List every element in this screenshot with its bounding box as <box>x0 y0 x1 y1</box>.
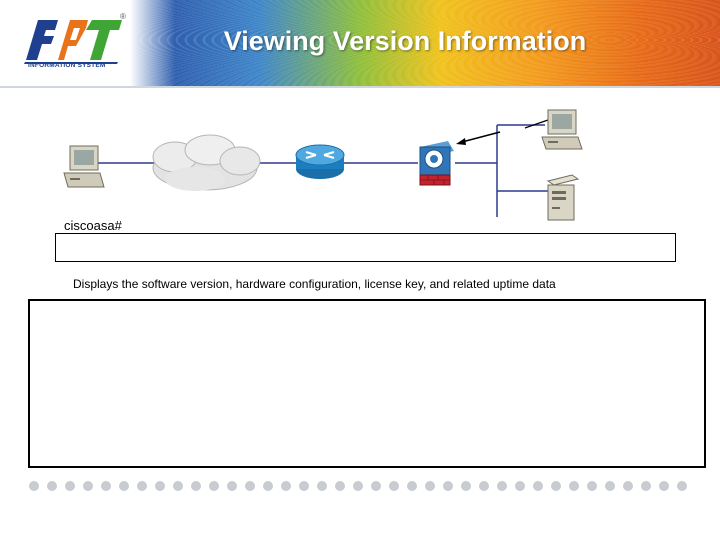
divider-dot <box>263 481 273 491</box>
dot-divider <box>29 481 687 491</box>
command-input-box[interactable] <box>55 233 676 262</box>
divider-dot <box>227 481 237 491</box>
cloud-icon <box>152 134 261 191</box>
divider-dot <box>569 481 579 491</box>
divider-dot <box>425 481 435 491</box>
logo-subtext: INFORMATION SYSTEM <box>28 62 106 69</box>
divider-dot <box>317 481 327 491</box>
arrow-line <box>524 119 549 129</box>
divider-dot <box>191 481 201 491</box>
divider-dot <box>209 481 219 491</box>
divider-dot <box>281 481 291 491</box>
pc-right-icon <box>541 109 583 150</box>
divider-dot <box>155 481 165 491</box>
divider-dot <box>677 481 687 491</box>
output-box <box>28 299 706 468</box>
asa-firewall-icon <box>419 141 454 186</box>
divider-dot <box>65 481 75 491</box>
divider-dot <box>389 481 399 491</box>
divider-dot <box>29 481 39 491</box>
divider-dot <box>623 481 633 491</box>
divider-dot <box>533 481 543 491</box>
command-description: Displays the software version, hardware … <box>73 277 556 291</box>
divider-dot <box>587 481 597 491</box>
divider-dot <box>245 481 255 491</box>
network-diagram <box>63 109 583 221</box>
divider-dot <box>659 481 669 491</box>
divider-dot <box>299 481 309 491</box>
divider-dot <box>461 481 471 491</box>
divider-dot <box>443 481 453 491</box>
cli-prompt: ciscoasa# <box>64 218 122 233</box>
divider-dot <box>137 481 147 491</box>
divider-dot <box>335 481 345 491</box>
divider-dot <box>641 481 651 491</box>
divider-dot <box>515 481 525 491</box>
arrow-head <box>456 138 466 145</box>
divider-dot <box>173 481 183 491</box>
divider-dot <box>101 481 111 491</box>
arrow-line <box>461 131 501 143</box>
router-icon <box>295 144 345 179</box>
divider-dot <box>479 481 489 491</box>
page-title: Viewing Version Information <box>223 26 587 56</box>
divider-dot <box>353 481 363 491</box>
divider-dot <box>83 481 93 491</box>
divider-dot <box>551 481 561 491</box>
divider-dot <box>371 481 381 491</box>
banner-texture <box>130 0 720 86</box>
registered-mark: ® <box>120 12 126 21</box>
header-divider <box>0 86 720 88</box>
divider-dot <box>47 481 57 491</box>
pc-left-icon <box>63 145 105 188</box>
server-icon <box>546 174 580 221</box>
divider-dot <box>605 481 615 491</box>
divider-dot <box>407 481 417 491</box>
fpt-logo <box>24 20 122 64</box>
header-banner: INFORMATION SYSTEM ® Viewing Version Inf… <box>0 0 720 86</box>
divider-dot <box>119 481 129 491</box>
divider-dot <box>497 481 507 491</box>
